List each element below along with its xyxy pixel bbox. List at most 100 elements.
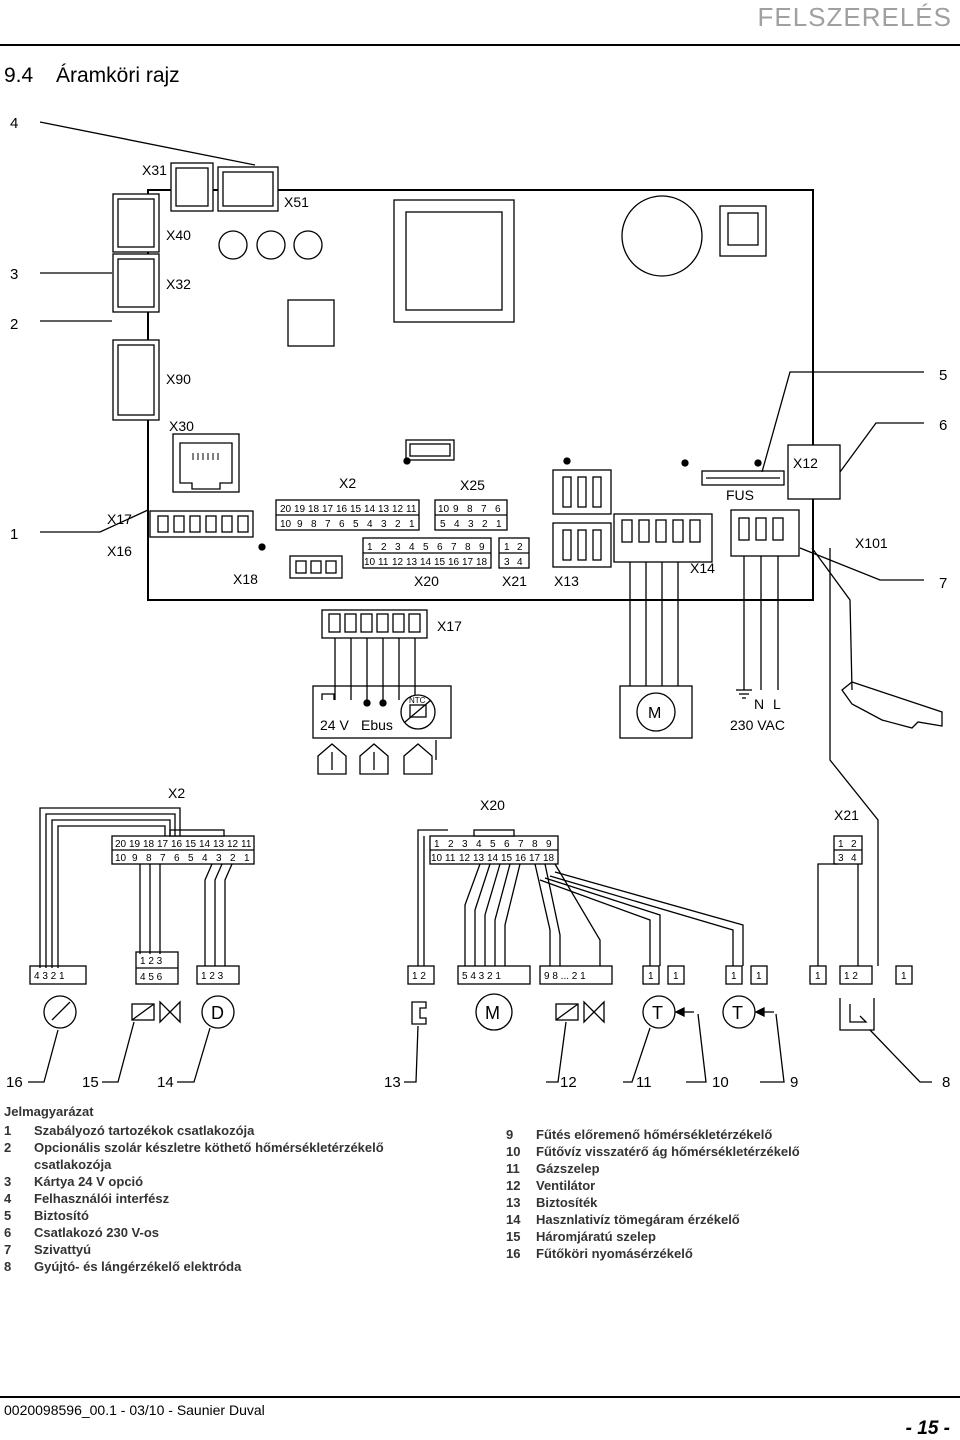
x20b-bot-11: 11 — [378, 557, 389, 568]
x2h-8: 8 — [146, 853, 152, 864]
plug15-top: 1 2 3 — [140, 956, 163, 967]
x2-top-16: 16 — [336, 504, 348, 515]
dot — [681, 459, 689, 467]
x21h-3: 3 — [838, 853, 844, 864]
x20b-top-2: 2 — [381, 542, 387, 553]
header-rule — [0, 44, 960, 46]
legend-item-number: 6 — [4, 1225, 12, 1240]
plug11-label: 9 8 ... 2 1 — [544, 971, 586, 982]
x20b-bot-15: 15 — [434, 557, 446, 568]
plug10a-label: 1 — [648, 971, 654, 982]
dot — [754, 459, 762, 467]
x20b-bot-14: 14 — [420, 557, 432, 568]
x20h-18: 18 — [543, 853, 555, 864]
x90-inner — [117, 344, 155, 416]
control-board — [147, 189, 814, 601]
legend-item-number: 7 — [4, 1242, 12, 1257]
x20h-16: 16 — [515, 853, 527, 864]
x25-terminal: 10 9 8 7 6 5 4 3 2 1 — [434, 499, 508, 531]
x40-inner — [117, 198, 155, 248]
x2-top-20: 20 — [280, 504, 292, 515]
section-title: Áramköri rajz — [56, 64, 180, 87]
x2h-18: 18 — [143, 839, 155, 850]
flow-sensor-icon — [201, 995, 235, 1029]
x25-top-7: 7 — [481, 504, 487, 515]
x40-label: X40 — [166, 227, 191, 243]
x2-harness: 20 19 18 17 16 15 14 13 12 11 10 9 8 7 6… — [111, 829, 255, 865]
wiring-diagram: 20 19 18 17 16 15 14 13 12 11 10 9 8 7 6… — [6, 115, 950, 1091]
x13-relays — [552, 469, 612, 568]
x16-label: X16 — [107, 543, 132, 559]
legend-item-text: Gázszelep — [536, 1161, 600, 1176]
x25-bot-5: 5 — [440, 519, 446, 530]
callout-1: 1 — [10, 526, 18, 543]
x20b-top-4: 4 — [409, 542, 415, 553]
x2h-7: 7 — [160, 853, 166, 864]
x2-terminal: 20 19 18 17 16 15 14 13 12 11 10 9 8 7 6… — [275, 499, 420, 531]
x20h-10: 10 — [431, 853, 443, 864]
x20h-8: 8 — [532, 839, 538, 850]
x2-bot-7: 7 — [325, 519, 331, 530]
x31-connector — [170, 162, 214, 212]
x31-inner — [175, 167, 209, 207]
plug13-label: 1 2 — [412, 971, 426, 982]
x20h-1: 1 — [434, 839, 440, 850]
pump-box — [619, 685, 693, 739]
x20-board-terminal: 1 2 3 4 5 6 7 8 9 10 11 12 13 14 15 16 1… — [362, 537, 492, 569]
x2-bot-4: 4 — [367, 519, 373, 530]
x20b-bot-17: 17 — [462, 557, 474, 568]
x21b-3: 3 — [504, 557, 510, 568]
fan-motor-icon — [475, 993, 513, 1031]
x30-jack-shape — [179, 442, 233, 490]
x25-bot-4: 4 — [454, 519, 460, 530]
x2-harness-label: X2 — [168, 785, 185, 801]
legend-item-text: Szivattyú — [34, 1242, 92, 1257]
ebus-label: Ebus — [361, 717, 393, 733]
x21b-1: 1 — [504, 542, 510, 553]
x20b-top-9: 9 — [479, 542, 485, 553]
x17-connector — [149, 510, 254, 538]
x30-label: X30 — [169, 418, 194, 434]
plug8b-label: 1 2 — [844, 971, 858, 982]
x2-bot-2: 2 — [395, 519, 401, 530]
legend-item-text: csatlakozója — [34, 1157, 112, 1172]
x12-connector — [787, 444, 841, 500]
x32-inner — [117, 258, 155, 308]
callout-leaders — [39, 121, 924, 581]
x2-top-15: 15 — [350, 504, 362, 515]
x2h-10: 10 — [115, 853, 127, 864]
legend-item-number: 4 — [4, 1191, 12, 1206]
legend-item-number — [4, 1156, 34, 1173]
x2h-13: 13 — [213, 839, 225, 850]
legend-item-number: 12 — [506, 1178, 521, 1193]
x17-lower-label: X17 — [437, 618, 462, 634]
x101-connector — [730, 509, 800, 557]
electrode-cable — [811, 547, 853, 691]
footer-doc-ref: 0020098596_00.1 - 03/10 - Saunier Duval — [4, 1402, 265, 1418]
plug16-label: 4 3 2 1 — [34, 971, 65, 982]
transformer — [393, 199, 515, 323]
ground-icon — [736, 689, 752, 699]
x17-wires — [334, 638, 416, 700]
x90-label: X90 — [166, 371, 191, 387]
x21h-1: 1 — [838, 839, 844, 850]
x2-top-14: 14 — [364, 504, 376, 515]
callout-2: 2 — [10, 316, 18, 333]
fuse-icon — [411, 1001, 427, 1025]
legend-item-number: 8 — [4, 1259, 12, 1274]
legend-item-number: 16 — [506, 1246, 521, 1261]
plug9b-label: 1 — [756, 971, 762, 982]
callout-15: 15 — [82, 1074, 99, 1091]
x2-top-11: 11 — [406, 504, 417, 515]
x16-pins — [295, 560, 337, 574]
x30-jack — [172, 433, 240, 493]
valve-actuator — [131, 1003, 155, 1021]
x32-connector — [112, 253, 160, 313]
board-labels: X31 X51 X40 X32 X90 X30 X2 X25 X12 FUS X… — [107, 162, 888, 589]
x20-label: X20 — [414, 573, 439, 589]
